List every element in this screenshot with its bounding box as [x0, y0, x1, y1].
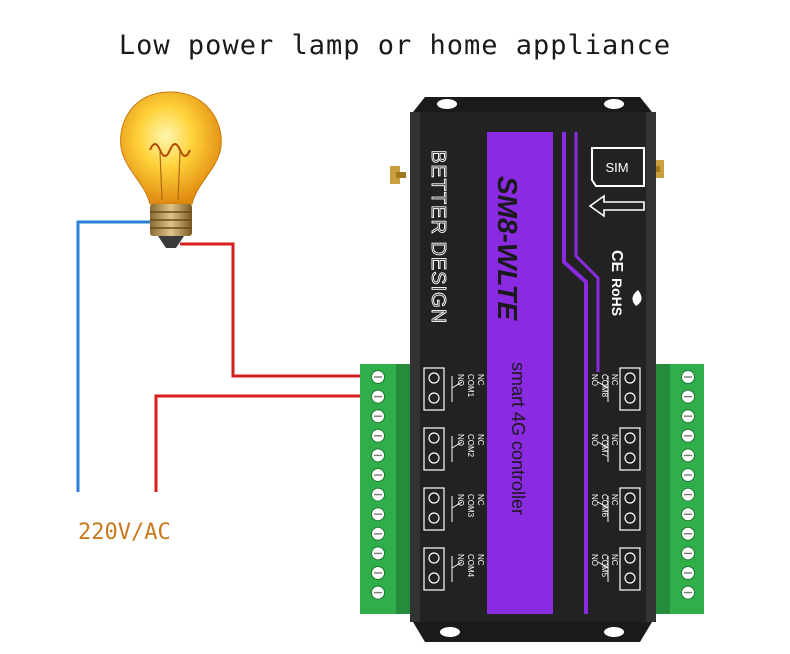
voltage-label: 220V/AC [78, 520, 171, 545]
relay-com-label: COM6 [600, 494, 609, 518]
relay-com-label: COM7 [600, 434, 609, 458]
relay-com-label: COM5 [600, 554, 609, 578]
relay-no-label: NO [590, 434, 599, 446]
relay-com-label: COM1 [466, 374, 475, 398]
relay-nc-label: NC [476, 494, 485, 506]
live-wire-source [154, 394, 362, 492]
relay-nc-label: NC [610, 434, 619, 446]
controller-device: SIM CE RoHS BETTER DESIGN SM8-WLTE smart… [360, 97, 704, 642]
model-subtitle: smart 4G controller [508, 362, 528, 515]
relay-no-label: NO [590, 494, 599, 506]
rohs-mark: RoHS [609, 278, 625, 316]
mounting-hole [604, 99, 624, 109]
relay-com-label: COM2 [466, 434, 475, 458]
model-name: SM8-WLTE [492, 176, 523, 321]
relay-nc-label: NC [476, 374, 485, 386]
neutral-wire [76, 220, 168, 492]
leaf-icon [632, 290, 642, 306]
relay-nc-label: NC [610, 374, 619, 386]
brand-name: BETTER DESIGN [427, 150, 449, 324]
sim-slot: SIM [588, 147, 645, 218]
relay-com-label: COM8 [600, 374, 609, 398]
relay-no-label: NO [456, 554, 465, 566]
relay-no-label: NO [456, 494, 465, 506]
relay-no-label: NO [456, 374, 465, 386]
relay-no-label: NO [456, 434, 465, 446]
relay-nc-label: NC [610, 494, 619, 506]
sim-label: SIM [605, 160, 628, 175]
live-wire-lamp [180, 242, 362, 378]
mounting-hole [437, 99, 457, 109]
model-band [487, 132, 553, 614]
relay-no-label: NO [590, 554, 599, 566]
terminal-strip-left [360, 364, 410, 614]
insert-arrow-icon [588, 194, 645, 218]
relay-no-label: NO [590, 374, 599, 386]
antenna-left [390, 166, 400, 184]
terminal-strip-right [656, 364, 704, 614]
lightbulb-icon [120, 91, 222, 248]
relay-com-label: COM3 [466, 494, 475, 518]
relay-nc-label: NC [610, 554, 619, 566]
relay-nc-label: NC [476, 554, 485, 566]
mounting-hole [440, 627, 460, 637]
ce-mark: CE [608, 250, 625, 273]
relay-com-label: COM4 [466, 554, 475, 578]
mounting-hole [604, 627, 624, 637]
certifications: CE RoHS [608, 250, 642, 316]
diagram-title: Low power lamp or home appliance [118, 30, 672, 61]
relay-nc-label: NC [476, 434, 485, 446]
